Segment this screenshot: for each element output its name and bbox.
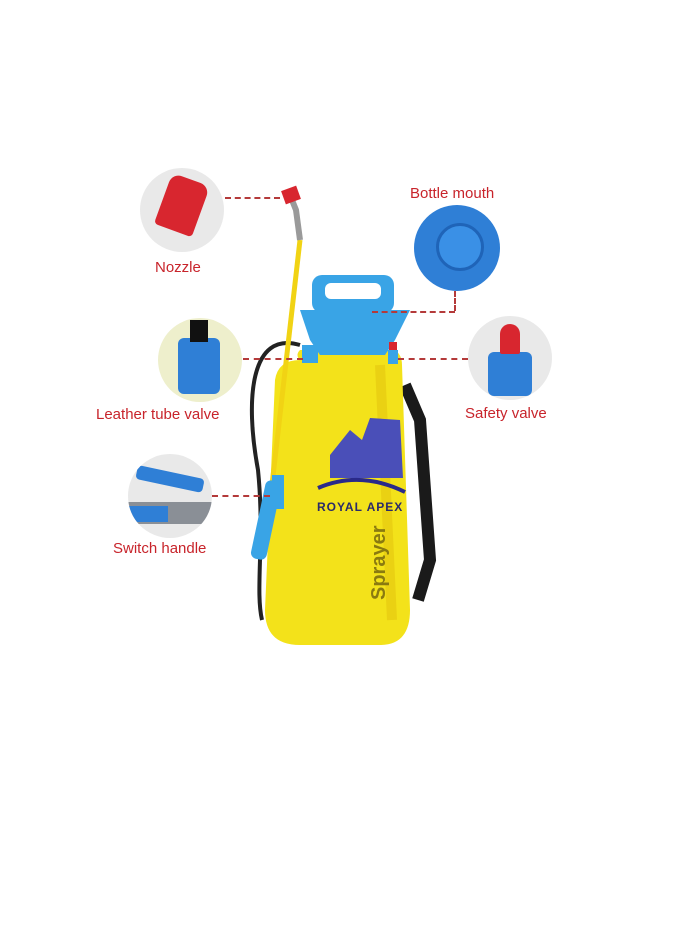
leather-tube-valve-detail-image bbox=[158, 318, 242, 402]
bottle-mouth-label: Bottle mouth bbox=[410, 185, 495, 202]
bottle-mouth-icon bbox=[436, 223, 484, 271]
bottle-mouth-connector-v bbox=[454, 291, 456, 311]
bottle-mouth-connector-h bbox=[372, 311, 455, 313]
leather-tube-valve-connector bbox=[243, 358, 303, 360]
bottle-mouth-detail-image bbox=[414, 205, 500, 291]
nozzle-connector bbox=[225, 197, 280, 199]
switch-handle-detail-image bbox=[128, 454, 212, 538]
nozzle-detail-image bbox=[140, 168, 224, 252]
safety-valve-label: Safety valve bbox=[465, 405, 547, 422]
leather-tube-valve-icon bbox=[178, 338, 220, 394]
switch-handle-icon bbox=[135, 465, 205, 493]
product-name-text: Sprayer bbox=[368, 525, 390, 601]
brand-logo-text: ROYAL APEX bbox=[317, 500, 404, 514]
leather-tube-valve-label: Leather tube valve bbox=[96, 406, 220, 423]
nozzle-icon bbox=[153, 172, 211, 238]
nozzle-label: Nozzle bbox=[155, 259, 201, 276]
safety-valve-icon bbox=[488, 352, 532, 396]
safety-valve-connector bbox=[398, 358, 468, 360]
switch-handle-connector bbox=[212, 495, 270, 497]
safety-valve-detail-image bbox=[468, 316, 552, 400]
switch-handle-label: Switch handle bbox=[113, 540, 207, 557]
